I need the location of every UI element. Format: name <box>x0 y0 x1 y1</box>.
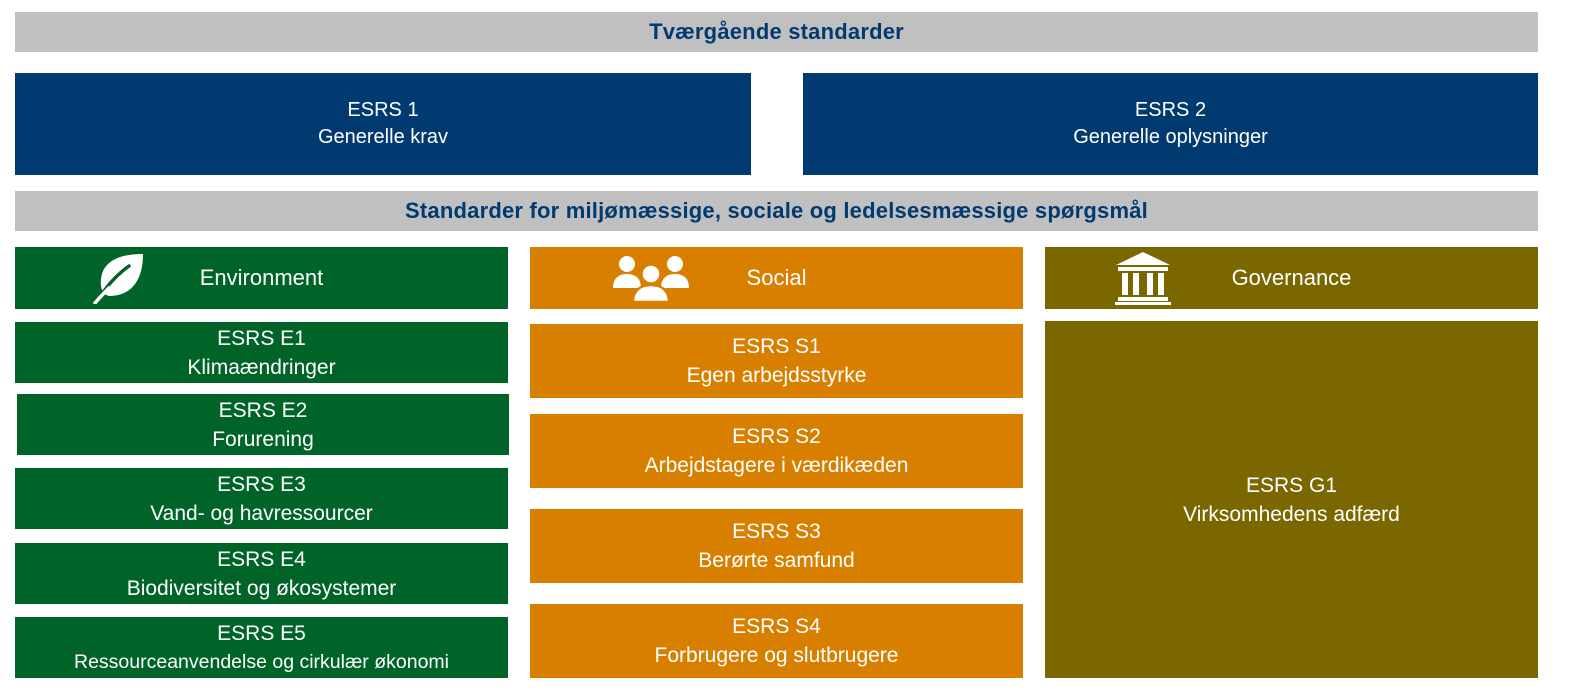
esrs-s2-name: Arbejdstagere i værdikæden <box>644 454 909 477</box>
esrs-e1-code: ESRS E1 <box>217 326 306 350</box>
esrs-2-code: ESRS 2 <box>1134 99 1207 121</box>
esrs-g1-box: ESRS G1 Virksomhedens adfærd <box>1045 321 1538 678</box>
esrs-1-code: ESRS 1 <box>347 99 419 121</box>
esrs-e4-name: Biodiversitet og økosystemer <box>126 576 397 600</box>
governance-header: Governance <box>1045 247 1538 309</box>
esrs-s3-box: ESRS S3 Berørte samfund <box>530 509 1023 583</box>
esrs-g1-code: ESRS G1 <box>1245 473 1338 497</box>
esrs-1-name: Generelle krav <box>317 126 449 148</box>
esrs-e2-box: ESRS E2 Forurening <box>17 394 509 455</box>
institution-building-icon <box>1111 247 1175 309</box>
esrs-e3-name: Vand- og havressourcer <box>150 501 373 525</box>
esrs-e5-code: ESRS E5 <box>217 621 306 645</box>
cross-cutting-standards-header: Tværgående standarder <box>15 12 1538 52</box>
esrs-s3-code: ESRS S3 <box>732 520 821 543</box>
esrs-s2-code: ESRS S2 <box>732 425 821 448</box>
cross-cutting-title: Tværgående standarder <box>649 19 904 44</box>
topical-title: Standarder for miljømæssige, sociale og … <box>405 198 1148 223</box>
esrs-e5-box: ESRS E5 Ressourceanvendelse og cirkulær … <box>15 617 508 678</box>
esrs-s3-name: Berørte samfund <box>698 549 855 572</box>
environment-label: Environment <box>199 265 324 290</box>
esrs-s2-box: ESRS S2 Arbejdstagere i værdikæden <box>530 414 1023 488</box>
governance-label: Governance <box>1231 265 1352 290</box>
esrs-2-name: Generelle oplysninger <box>1073 126 1268 148</box>
esrs-g1-name: Virksomhedens adfærd <box>1183 502 1400 526</box>
esrs-e2-code: ESRS E2 <box>218 398 308 422</box>
people-group-icon <box>610 247 692 309</box>
esrs-e1-box: ESRS E1 Klimaændringer <box>15 322 508 383</box>
esrs-e1-name: Klimaændringer <box>187 355 336 379</box>
esrs-e3-box: ESRS E3 Vand- og havressourcer <box>15 468 508 529</box>
esrs-2-box: ESRS 2 Generelle oplysninger <box>803 73 1538 175</box>
social-label: Social <box>746 265 807 290</box>
esrs-s1-name: Egen arbejdsstyrke <box>686 364 867 387</box>
esrs-e4-code: ESRS E4 <box>217 547 306 571</box>
leaf-icon <box>87 247 153 309</box>
esrs-1-box: ESRS 1 Generelle krav <box>15 73 751 175</box>
esrs-s4-box: ESRS S4 Forbrugere og slutbrugere <box>530 604 1023 678</box>
esrs-s1-code: ESRS S1 <box>732 335 821 358</box>
esrs-s4-name: Forbrugere og slutbrugere <box>654 644 899 667</box>
environment-header: Environment <box>15 247 508 309</box>
esrs-e4-box: ESRS E4 Biodiversitet og økosystemer <box>15 543 508 604</box>
esrs-e5-name: Ressourceanvendelse og cirkulær økonomi <box>73 650 449 673</box>
esrs-s1-box: ESRS S1 Egen arbejdsstyrke <box>530 324 1023 398</box>
esrs-e3-code: ESRS E3 <box>217 472 306 496</box>
social-header: Social <box>530 247 1023 309</box>
esrs-e2-name: Forurening <box>212 427 314 451</box>
topical-standards-header: Standarder for miljømæssige, sociale og … <box>15 191 1538 231</box>
esrs-s4-code: ESRS S4 <box>732 615 821 638</box>
